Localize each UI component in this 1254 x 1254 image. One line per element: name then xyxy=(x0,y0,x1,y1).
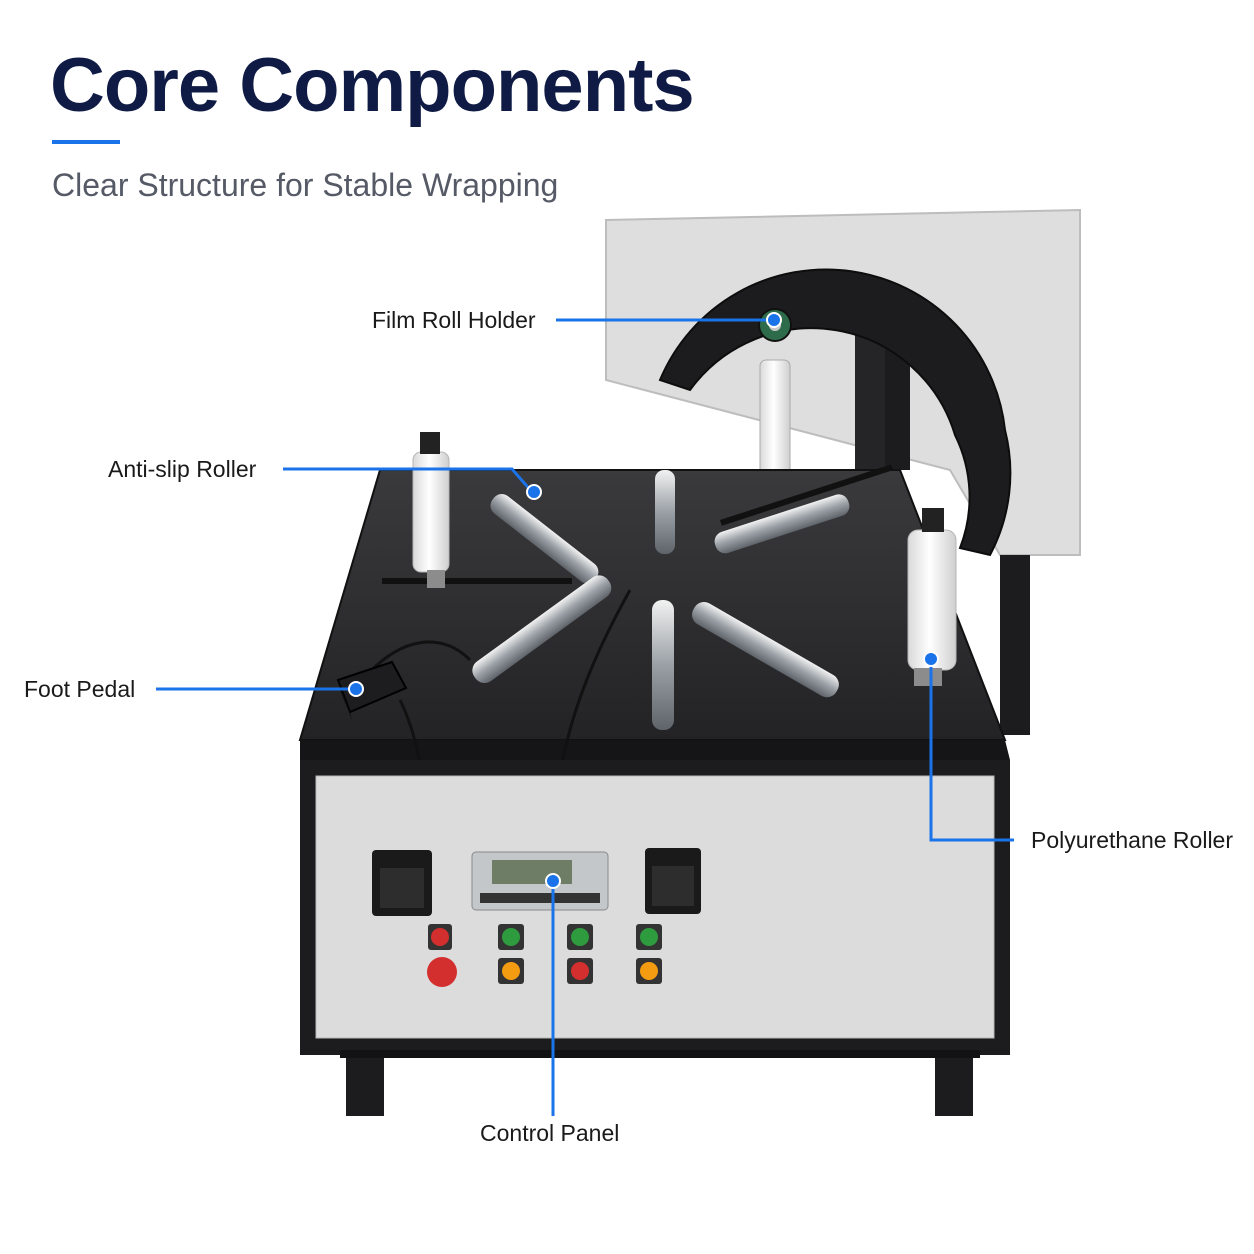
control-panel xyxy=(372,848,701,987)
callout-lines xyxy=(156,318,1014,1116)
title-underline xyxy=(52,140,120,144)
page-subtitle: Clear Structure for Stable Wrapping xyxy=(52,167,559,203)
anti-slip-rollers xyxy=(472,470,850,730)
label-control-panel: Control Panel xyxy=(480,1120,620,1146)
label-film-roll-holder: Film Roll Holder xyxy=(372,307,536,333)
label-foot-pedal: Foot Pedal xyxy=(24,676,136,702)
label-polyurethane-roller: Polyurethane Roller xyxy=(1031,827,1234,853)
label-anti-slip-roller: Anti-slip Roller xyxy=(108,456,257,482)
callout-dots xyxy=(348,312,939,889)
polyurethane-rollers xyxy=(412,432,957,686)
page-title: Core Components xyxy=(50,43,695,128)
